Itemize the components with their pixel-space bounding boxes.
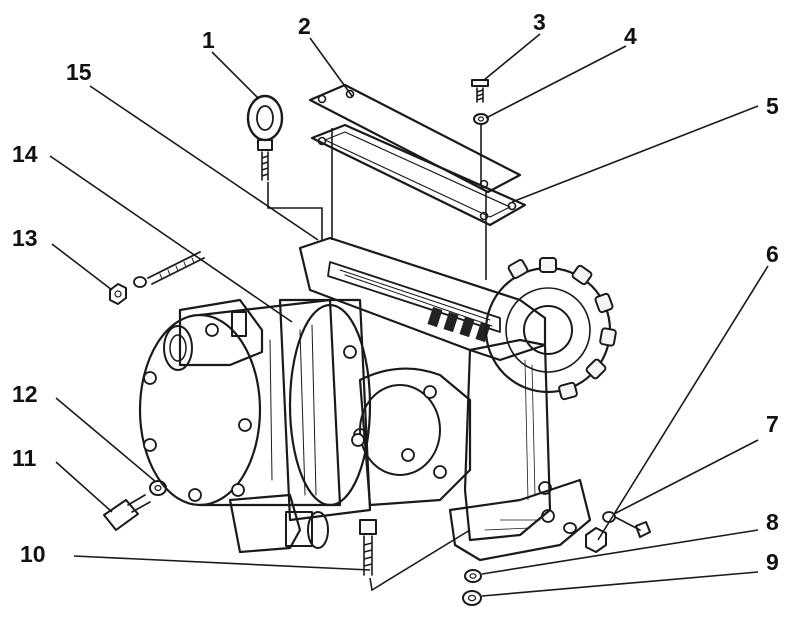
callout-2: 2 [298,13,311,39]
cover-screw [471,79,489,103]
foot-bolt-right [602,511,651,538]
callout-labels: 1 2 3 4 5 6 7 8 9 10 11 12 13 14 15 [12,9,779,575]
callout-5: 5 [766,93,779,119]
callout-13: 13 [12,225,38,251]
callout-3: 3 [533,9,546,35]
foot-nut [585,527,607,553]
bottom-port-fitting [228,493,329,554]
assembly-lines [267,124,487,592]
motor-body [138,298,372,522]
leader-lines [49,33,769,597]
foot-bolt [359,519,377,576]
foot-washer-right [563,522,577,534]
plug-washer [149,480,167,496]
nut-9 [462,590,482,606]
callout-6: 6 [766,241,779,267]
gasket [310,123,527,227]
cover-plate [308,83,522,194]
callout-11: 11 [12,445,37,471]
lock-washer [473,113,489,125]
gear-cover [351,367,472,507]
callout-1: 1 [202,27,215,53]
drain-plug [103,494,151,531]
sprocket [484,257,617,401]
callout-8: 8 [766,509,779,535]
gearbox-housing [298,236,592,562]
callout-9: 9 [766,549,779,575]
callout-14: 14 [12,141,38,167]
washer-8 [464,569,482,583]
callout-15: 15 [66,59,92,85]
top-port-fitting [163,298,264,371]
stud [147,251,205,285]
callout-12: 12 [12,381,38,407]
stud-washer [133,276,147,288]
eye-bolt [246,94,284,181]
callout-7: 7 [766,411,779,437]
callout-10: 10 [20,541,46,567]
stud-nut [109,283,127,305]
callout-4: 4 [624,23,637,49]
